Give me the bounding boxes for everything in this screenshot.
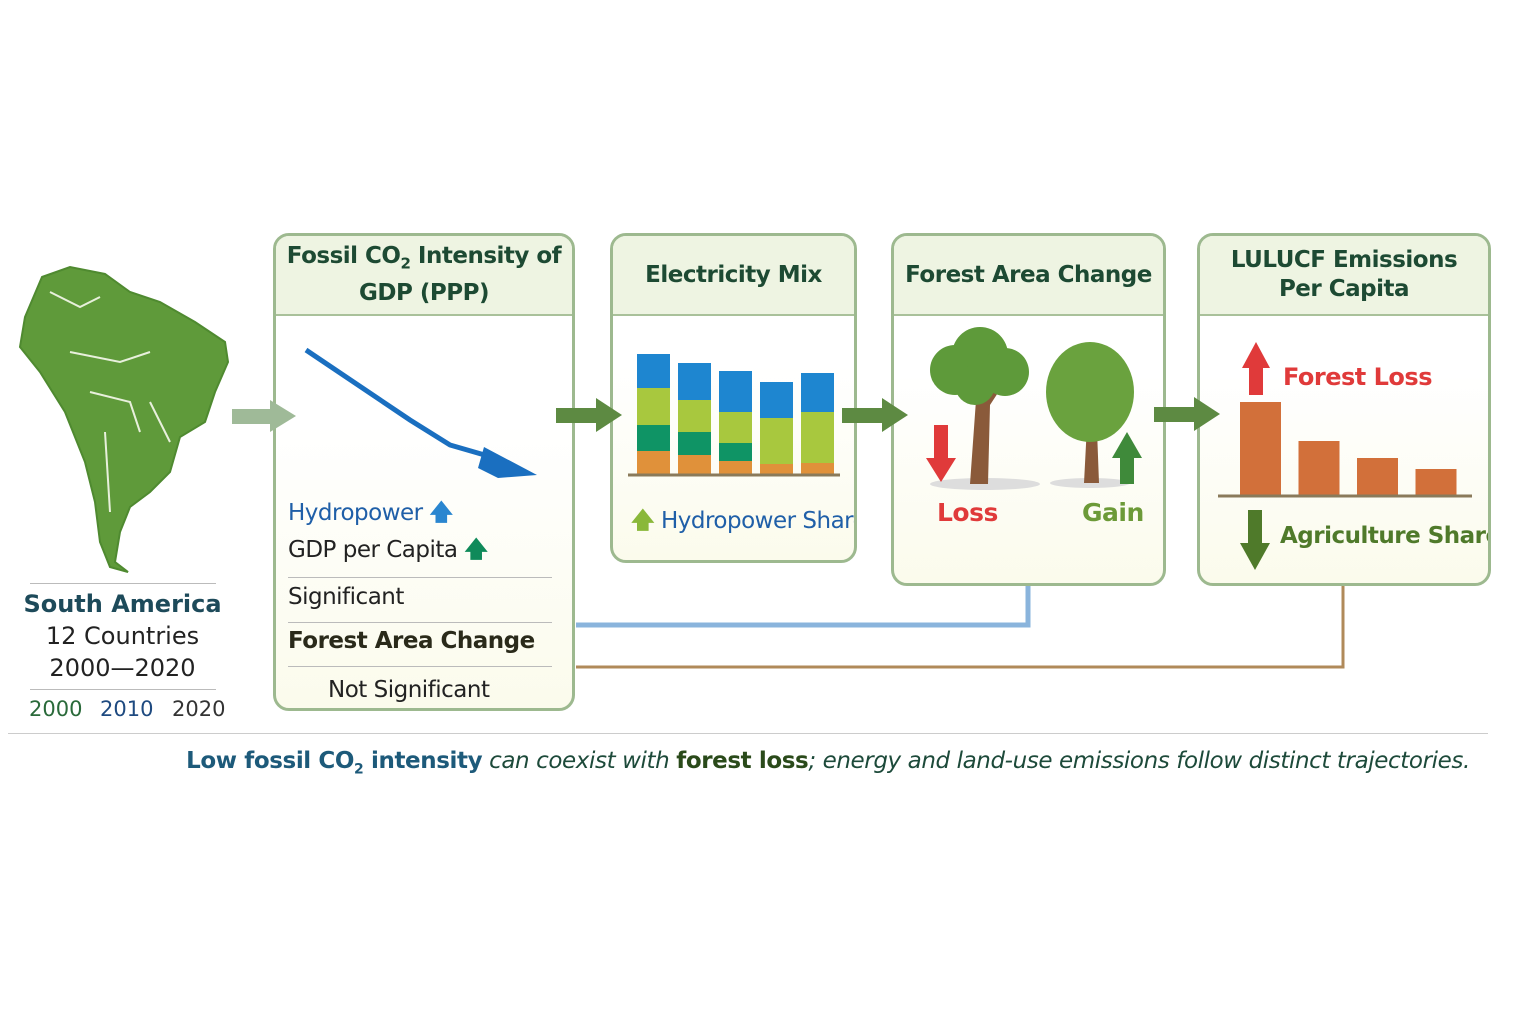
electricity-bar-segment: [637, 451, 670, 475]
electricity-bar-segment: [719, 371, 752, 412]
electricity-bar-segment: [760, 464, 793, 475]
not-significant-label: Not Significant: [328, 677, 490, 703]
arrow-up-icon: [1242, 342, 1270, 395]
lulucf-bar: [1357, 458, 1398, 496]
agriculture-share-label: Agriculture Share: [1280, 523, 1491, 549]
electricity-bar-segment: [801, 412, 834, 463]
divider: [8, 733, 1488, 734]
electricity-bar-segment: [801, 373, 834, 412]
flow-arrow-icon: [1154, 397, 1220, 431]
electricity-bar-segment: [637, 388, 670, 425]
panel-title: Forest Area Change: [894, 236, 1163, 316]
gain-label: Gain: [1082, 498, 1144, 527]
arrow-up-icon: [1112, 432, 1142, 484]
electricity-bar-segment: [760, 418, 793, 464]
electricity-bar-segment: [719, 443, 752, 461]
arrow-up-icon: 🡅: [631, 508, 655, 534]
arrow-down-icon: [1240, 510, 1270, 570]
caption: Low fossil CO2 intensity can coexist wit…: [186, 748, 1470, 778]
connector-lulucf: [576, 586, 1345, 669]
arrow-down-icon: [926, 425, 956, 482]
connector-forest: [576, 586, 1031, 628]
country-count: 12 Countries: [45, 622, 200, 650]
lulucf-bar: [1415, 469, 1457, 496]
year-2010: 2010: [100, 697, 154, 721]
electricity-bar-segment: [678, 363, 711, 400]
divider: [30, 583, 216, 584]
flow-arrow-icon: [556, 398, 622, 432]
driver-hydropower: Hydropower 🡅: [288, 500, 453, 526]
flow-arrow-icon: [842, 398, 908, 432]
lulucf-bar: [1240, 402, 1281, 496]
driver-gdp: GDP per Capita 🡅: [288, 537, 488, 563]
electricity-bar-segment: [678, 455, 711, 475]
tree-loss-icon: [930, 327, 1040, 490]
electricity-bar-segment: [801, 463, 834, 475]
arrow-up-icon: 🡅: [464, 537, 488, 563]
forest-loss-label: Forest Loss: [1283, 363, 1433, 391]
loss-label: Loss: [937, 498, 998, 527]
south-america-map: [18, 265, 230, 573]
panel-title: Electricity Mix: [613, 236, 854, 316]
year-2020: 2020: [172, 697, 226, 721]
lulucf-bar: [1298, 441, 1340, 496]
electricity-bar-segment: [678, 400, 711, 432]
electricity-bar-segment: [760, 382, 793, 418]
region-name: South America: [23, 590, 222, 618]
tree-gain-icon: [1046, 342, 1134, 488]
year-2000: 2000: [29, 697, 83, 721]
significant-label: Significant: [288, 584, 404, 610]
hydropower-share-label: 🡅 Hydropower Share: [631, 508, 857, 534]
arrow-up-icon: 🡅: [429, 500, 453, 526]
trend-arrowhead-icon: [478, 447, 537, 478]
period: 2000—2020: [49, 654, 196, 682]
declining-trend-line: [304, 347, 496, 461]
electricity-bar-segment: [719, 461, 752, 475]
electricity-bar-segment: [678, 432, 711, 455]
flow-arrow-icon: [232, 400, 296, 432]
electricity-bar-segment: [637, 425, 670, 451]
divider: [30, 689, 216, 690]
electricity-bar-segment: [637, 354, 670, 388]
forest-area-change-label: Forest Area Change: [288, 628, 535, 654]
electricity-bar-segment: [719, 412, 752, 443]
